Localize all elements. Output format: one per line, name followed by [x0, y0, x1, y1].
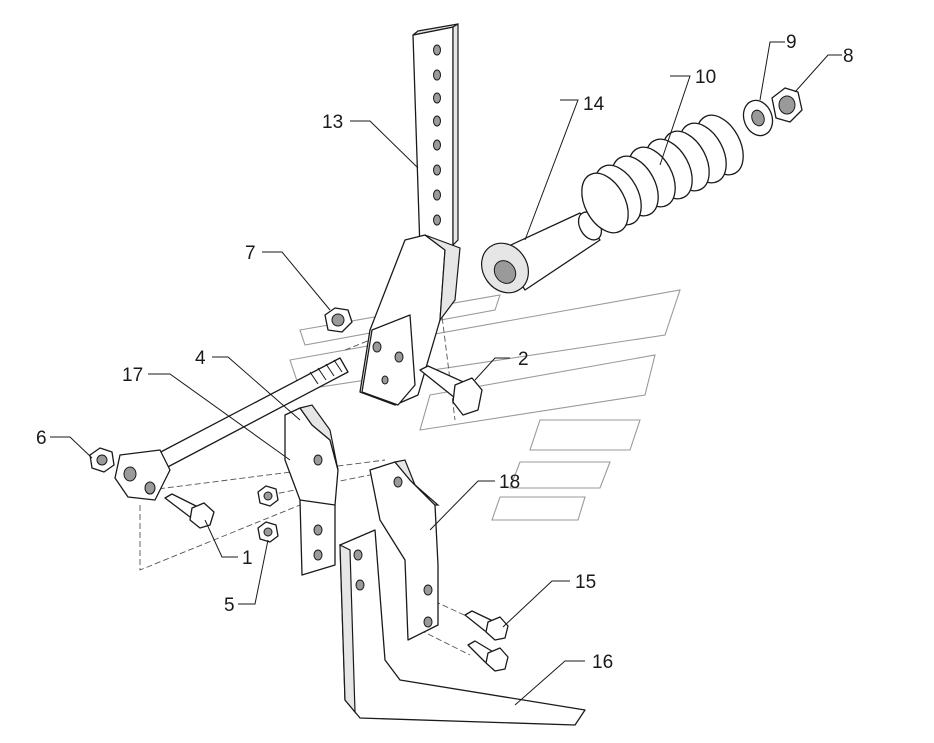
- clevis-bracket: [359, 234, 461, 406]
- part-1-bolt: [164, 493, 215, 529]
- callout-14: 14: [583, 94, 605, 115]
- callout-2: 2: [518, 349, 529, 370]
- leader-lines: [50, 41, 842, 706]
- callout-6: 6: [36, 428, 47, 449]
- callout-1: 1: [242, 548, 253, 569]
- assembly-dashed-lines: [139, 299, 476, 656]
- part-4-left-plate: [284, 404, 339, 576]
- part-10-spring: [581, 114, 744, 234]
- part-17-threaded-rod: [114, 357, 349, 501]
- part-15-bolts: [464, 610, 509, 672]
- part-9-washer: [742, 99, 774, 137]
- callout-5: 5: [224, 595, 235, 616]
- callout-7: 7: [245, 243, 256, 264]
- part-13-adjustment-strip: [412, 22, 459, 251]
- callout-labels: 13 14 10 9 8 7 2 17 4 6 1 5 18 15 16: [36, 32, 854, 673]
- callout-16: 16: [592, 652, 613, 673]
- callout-8: 8: [843, 46, 854, 67]
- callout-17: 17: [122, 365, 143, 386]
- part-18-right-plate: [369, 459, 440, 641]
- part-8-nut: [771, 87, 803, 123]
- callout-9: 9: [786, 32, 797, 53]
- part-16-shank-point: [339, 529, 586, 726]
- callout-4: 4: [195, 348, 206, 369]
- callout-10: 10: [695, 67, 716, 88]
- callout-13: 13: [322, 112, 343, 133]
- part-5-nuts: [257, 485, 279, 543]
- callout-15: 15: [575, 572, 596, 593]
- part-6-nut: [89, 447, 115, 473]
- part-2-bolt: [419, 365, 483, 416]
- callout-18: 18: [499, 472, 520, 493]
- part-14-guide-pin: [481, 211, 603, 294]
- part-7-nut: [324, 307, 353, 333]
